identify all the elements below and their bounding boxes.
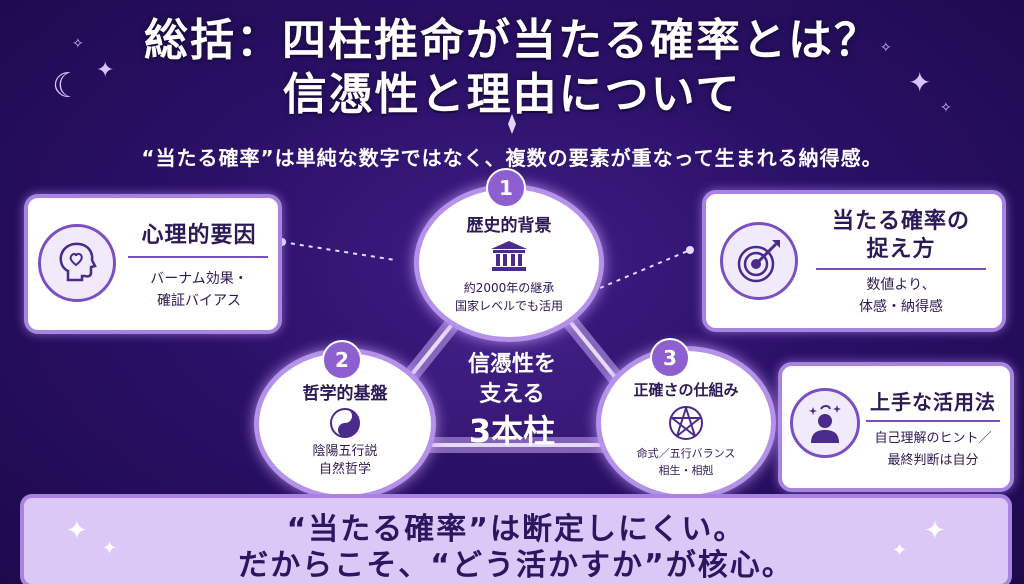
card-usage-title: 上手な活用法	[870, 390, 996, 414]
target-arrow-icon	[720, 222, 798, 300]
head-heart-icon	[38, 224, 116, 302]
pillar-1-title: 歴史的背景	[466, 216, 552, 236]
person-sparkle-icon	[790, 388, 860, 458]
sparkle-icon: ✦	[96, 58, 115, 83]
pillar-1-line2: 国家レベルでも活用	[454, 299, 563, 313]
center-line2: 支える	[479, 382, 545, 407]
pillar-3-line2: 相生・相剋	[658, 464, 714, 477]
center-line1: 信憑性を	[467, 352, 556, 377]
card-probability-line2: 体感・納得感	[859, 299, 943, 315]
card-usage: 上手な活用法 自己理解のヒント／ 最終判断は自分	[778, 362, 1014, 492]
page-title-line2: 信憑性と理由について	[282, 69, 742, 120]
card-probability-title-line2: 捉え方	[866, 237, 936, 262]
pillar-3-line1: 命式／五行バランス	[636, 447, 736, 460]
pillar-3-badge: 3	[650, 338, 690, 378]
crescent-moon-icon: ☾	[52, 66, 83, 106]
card-psychology-title: 心理的要因	[141, 223, 257, 248]
card-probability: 当たる確率の 捉え方 数値より、 体感・納得感	[702, 190, 1006, 332]
sparkle-icon: ✦	[908, 66, 932, 99]
center-line3: 3本柱	[468, 412, 556, 450]
sparkle-icon: ✦	[892, 540, 908, 561]
yin-yang-icon	[329, 407, 361, 443]
pillar-1-line1: 約2000年の継承	[463, 281, 555, 295]
sparkle-icon: ✧	[940, 100, 952, 116]
card-probability-title-line1: 当たる確率の	[831, 209, 970, 234]
title-ornament	[40, 114, 984, 134]
pillar-3-title: 正確さの仕組み	[633, 381, 739, 399]
pillar-3-circle: 正確さの仕組み 命式／五行バランス 相生・相剋	[596, 346, 776, 500]
conclusion-banner: ✦ ✦ ✦ ✦ “当たる確率”は断定しにくい。 だからこそ、“どう活かすか”が核…	[20, 494, 1012, 584]
temple-icon	[489, 239, 529, 277]
card-probability-line1: 数値より、	[866, 277, 936, 293]
banner-line2: だからこそ、“どう活かすか”が核心。	[238, 548, 794, 583]
card-psychology-line2: 確証バイアス	[157, 293, 241, 309]
pillar-2-badge: 2	[322, 340, 362, 380]
pillar-2-line2: 自然哲学	[318, 462, 371, 477]
card-usage-line1: 自己理解のヒント／	[874, 431, 992, 446]
sparkle-icon: ✧	[72, 36, 84, 52]
banner-line1: “当たる確率”は断定しにくい。	[286, 512, 746, 547]
page-title-line1: 総括：四柱推命が当たる確率とは？	[144, 15, 880, 66]
pentagram-icon	[667, 405, 705, 445]
pillar-2-title: 哲学的基盤	[302, 384, 388, 404]
card-psychology: 心理的要因 バーナム効果・ 確証バイアス	[24, 194, 282, 334]
card-psychology-line1: バーナム効果・	[150, 271, 248, 287]
card-usage-line2: 最終判断は自分	[887, 453, 979, 468]
sparkle-icon: ✦	[924, 516, 946, 546]
sparkle-icon: ✧	[880, 40, 892, 56]
sparkle-icon: ✦	[102, 538, 118, 559]
pillar-1-badge: 1	[486, 168, 526, 208]
sparkle-icon: ✦	[66, 516, 88, 546]
pillar-2-line1: 陰陽五行説	[312, 444, 378, 459]
subtitle: “当たる確率”は単純な数字ではなく、複数の要素が重なって生まれる納得感。	[141, 146, 883, 170]
